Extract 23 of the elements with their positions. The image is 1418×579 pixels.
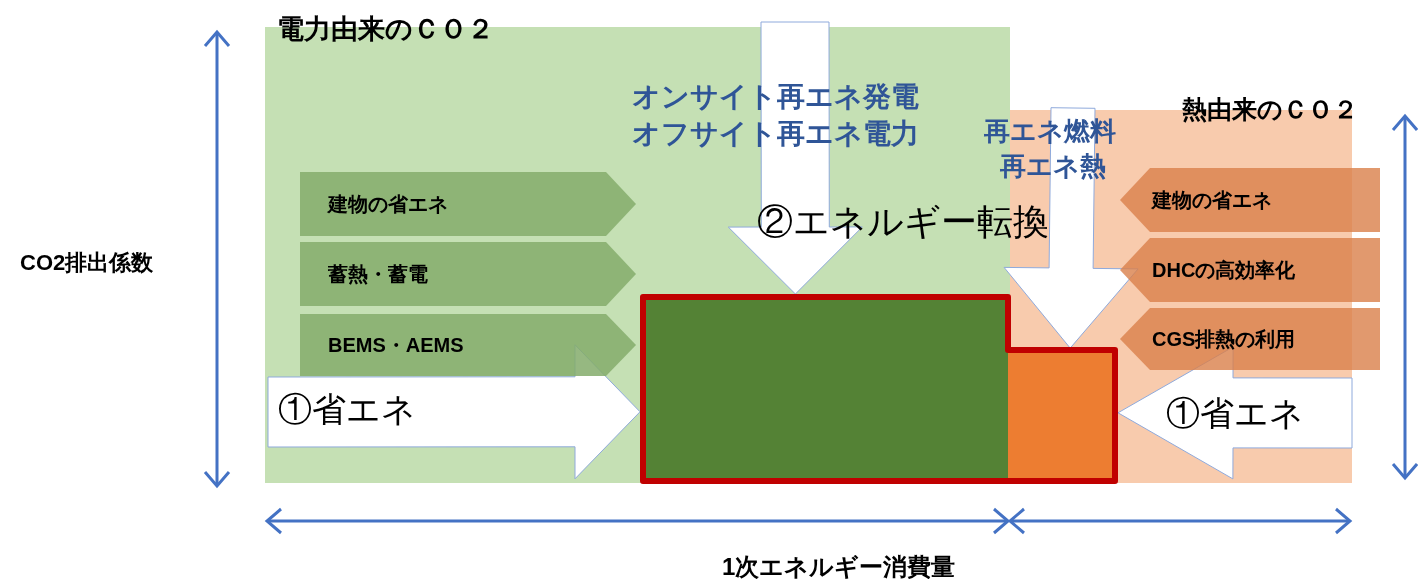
axis-label: 1次エネルギー消費量 xyxy=(722,552,956,579)
chevron-box xyxy=(300,172,636,236)
emission-box xyxy=(640,294,1118,484)
chevron-box xyxy=(300,314,636,376)
measure-text: 建物の省エネ xyxy=(1152,188,1272,213)
arrow-caption: ②エネルギー転換 xyxy=(757,200,1049,244)
axis-label: CO2排出係数 xyxy=(20,249,154,277)
block-arrow xyxy=(727,21,863,295)
chevron-box xyxy=(300,242,636,306)
chevron-box xyxy=(1120,168,1380,232)
measure-text: CGS排熱の利用 xyxy=(1152,327,1296,352)
chevron-box xyxy=(1120,308,1380,370)
measure-text: BEMS・AEMS xyxy=(328,333,464,358)
measure-text: 建物の省エネ xyxy=(328,192,448,217)
source-label: オンサイト再エネ発電 xyxy=(632,80,919,114)
source-label: 再エネ燃料 xyxy=(984,115,1116,148)
region-heading: 電力由来のＣＯ２ xyxy=(277,13,494,46)
source-label: 再エネ熱 xyxy=(1000,150,1106,183)
measure-text: 蓄熱・蓄電 xyxy=(328,262,428,287)
source-label: オフサイト再エネ電力 xyxy=(632,117,919,151)
measure-text: DHCの高効率化 xyxy=(1152,258,1296,283)
region-heading: 熱由来のＣＯ２ xyxy=(1182,94,1358,125)
chevron-box xyxy=(1120,238,1380,302)
